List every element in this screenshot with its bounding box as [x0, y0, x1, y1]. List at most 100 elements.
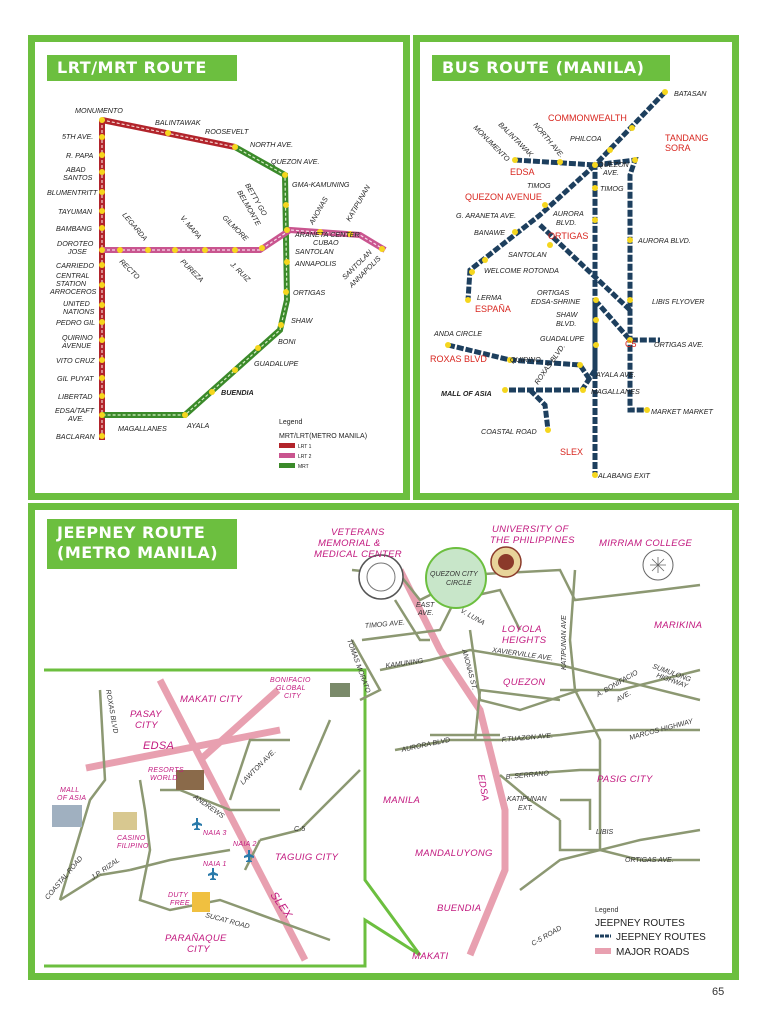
jp-mirriam: MIRRIAM COLLEGE [599, 538, 693, 549]
legend-lrt2: LRT 2 [298, 454, 312, 460]
jeepney-title-line2: (METRO MANILA) [57, 543, 219, 562]
st-r-papa: R. PAPA [66, 151, 93, 160]
bus-stop-dots [445, 89, 668, 478]
st-edsa-taft2: AVE. [67, 414, 84, 423]
bus-timog: TIMOG [527, 181, 551, 190]
in-edsa: EDSA [143, 740, 174, 752]
st-ortigas: ORTIGAS [293, 288, 325, 297]
jp-veterans2: MEMORIAL & [318, 538, 380, 549]
st-recto: RECTO [118, 257, 142, 281]
st-un2: NATIONS [63, 307, 95, 316]
jp-legend-item1: JEEPNEY ROUTES [595, 918, 685, 929]
plane-naia1-icon [208, 868, 218, 880]
in-casino2: FILIPINO [117, 843, 149, 850]
st-un1: UNITED [63, 299, 90, 308]
jeepney-title: JEEPNEY ROUTE (METRO MANILA) [47, 519, 237, 569]
jp-east-ave2: AVE. [417, 610, 434, 617]
bus-coastal: COASTAL ROAD [481, 427, 537, 436]
st-magallanes: MAGALLANES [118, 424, 167, 433]
st-central2: STATION [56, 279, 87, 288]
jp-buendia: BUENDIA [437, 903, 481, 914]
in-bgc2: GLOBAL [276, 685, 306, 692]
bus-tandang: TANDANG [665, 133, 708, 143]
st-cubao: CUBAO [313, 238, 339, 247]
in-pasay2: CITY [135, 720, 158, 731]
st-bambang: BAMBANG [56, 224, 92, 233]
in-moa1: MALL [60, 787, 80, 794]
st-ayala: AYALA [186, 421, 209, 430]
st-5th-ave: 5TH AVE. [62, 132, 93, 141]
st-pureza: PUREZA [179, 257, 206, 284]
in-duty2: FREE [170, 900, 190, 907]
st-roosevelt: ROOSEVELT [205, 127, 249, 136]
in-taguig: TAGUIG CITY [275, 852, 339, 863]
bus-espana: ESPAÑA [475, 304, 511, 314]
bus-libis: LIBIS FLYOVER [652, 297, 704, 306]
bus-roxas-red: ROXAS BLVD [430, 354, 487, 364]
bus-commonwealth: COMMONWEALTH [548, 113, 627, 123]
lrt-legend-heading: MRT/LRT(METRO MANILA) [279, 433, 367, 440]
jp-c5: C-5 ROAD [531, 925, 563, 948]
st-boni: BONI [278, 337, 296, 346]
st-gma: GMA-KAMUNING [292, 180, 350, 189]
inset-frame [44, 668, 422, 968]
in-makati: MAKATI CITY [180, 694, 243, 705]
jp-katipunan-ext2: EXT. [518, 805, 533, 812]
bus-ortigas-shrine1: ORTIGAS [537, 288, 569, 297]
st-north-ave: NORTH AVE. [250, 140, 293, 149]
jp-xavierville: XAVIERVILLE AVE. [491, 647, 554, 663]
bus-guadalupe: GUADALUPE [540, 334, 585, 343]
bus-edsa: EDSA [510, 167, 535, 177]
bus-north-ave: NORTH AVE. [531, 121, 566, 160]
st-araneta: ARANETA CENTER [294, 230, 360, 239]
in-resorts1: RESORTS [148, 767, 184, 774]
bus-lines [447, 90, 667, 475]
jp-v-luna: V. LUNA [459, 608, 486, 628]
jp-pasig: PASIG CITY [597, 774, 653, 785]
in-sucat: SUCAT ROAD [204, 912, 250, 931]
st-santolan: SANTOLAN [295, 247, 334, 256]
resorts-world-photo-icon [176, 770, 204, 790]
bus-moa: MALL OF ASIA [441, 389, 492, 398]
mrt-line [102, 144, 291, 418]
lrt-legend: Legend MRT/LRT(METRO MANILA) LRT 1 LRT 2… [279, 419, 367, 470]
bus-anda: ANDA CIRCLE [433, 329, 482, 338]
st-central3: ARROCEROS [49, 287, 97, 296]
st-quirino2: AVENUE [61, 341, 91, 350]
st-pedro-gil: PEDRO GIL [56, 318, 95, 327]
in-naia1: NAIA 1 [203, 861, 227, 868]
bus-magallanes: MAGALLANES [591, 387, 640, 396]
jp-veterans1: VETERANS [331, 527, 385, 538]
st-balintawak: BALINTAWAK [155, 118, 202, 127]
jp-qc-circle2: CIRCLE [446, 580, 472, 587]
bus-timog2: TIMOG [600, 184, 624, 193]
bus-lerma: LERMA [477, 293, 502, 302]
st-doroteo: DOROTEO [57, 239, 94, 248]
st-v-mapa: V. MAPA [178, 214, 203, 241]
jp-makati: MAKATI [412, 951, 449, 962]
jp-legend-item2: JEEPNEY ROUTES [616, 932, 706, 943]
st-santos: SANTOS [63, 173, 93, 182]
jp-east-ave1: EAST [416, 602, 435, 609]
jeepney-panel [28, 503, 739, 980]
jp-kamuning: KAMUNING [385, 658, 424, 670]
legend-lrt2-swatch [279, 453, 295, 458]
bus-ortigas-ave: ORTIGAS AVE. [654, 340, 704, 349]
lrt-title: LRT/MRT ROUTE [47, 55, 237, 81]
moa-photo-icon [52, 805, 82, 827]
st-shaw: SHAW [291, 316, 314, 325]
jp-libis: LIBIS [596, 829, 613, 836]
mirriam-seal-icon [642, 549, 674, 581]
bus-aurora2: BLVD. [556, 218, 576, 227]
in-bgc1: BONIFACIO [270, 677, 311, 684]
in-c5: C-5 [294, 826, 305, 833]
jp-legend-title: Legend [595, 907, 618, 914]
jp-katipunan-ave: KATIPUNAN AVE [561, 615, 568, 670]
jp-up1: UNIVERSITY OF [492, 524, 569, 535]
bus-batasan: BATASAN [674, 89, 707, 98]
lrt-panel [28, 35, 410, 500]
jp-mandaluyong: MANDALUYONG [415, 848, 493, 859]
st-gilmore: GILMORE [221, 213, 251, 243]
legend-lrt1-swatch [279, 443, 295, 448]
in-jp-rizal: J.P. RIZAL [89, 857, 121, 882]
